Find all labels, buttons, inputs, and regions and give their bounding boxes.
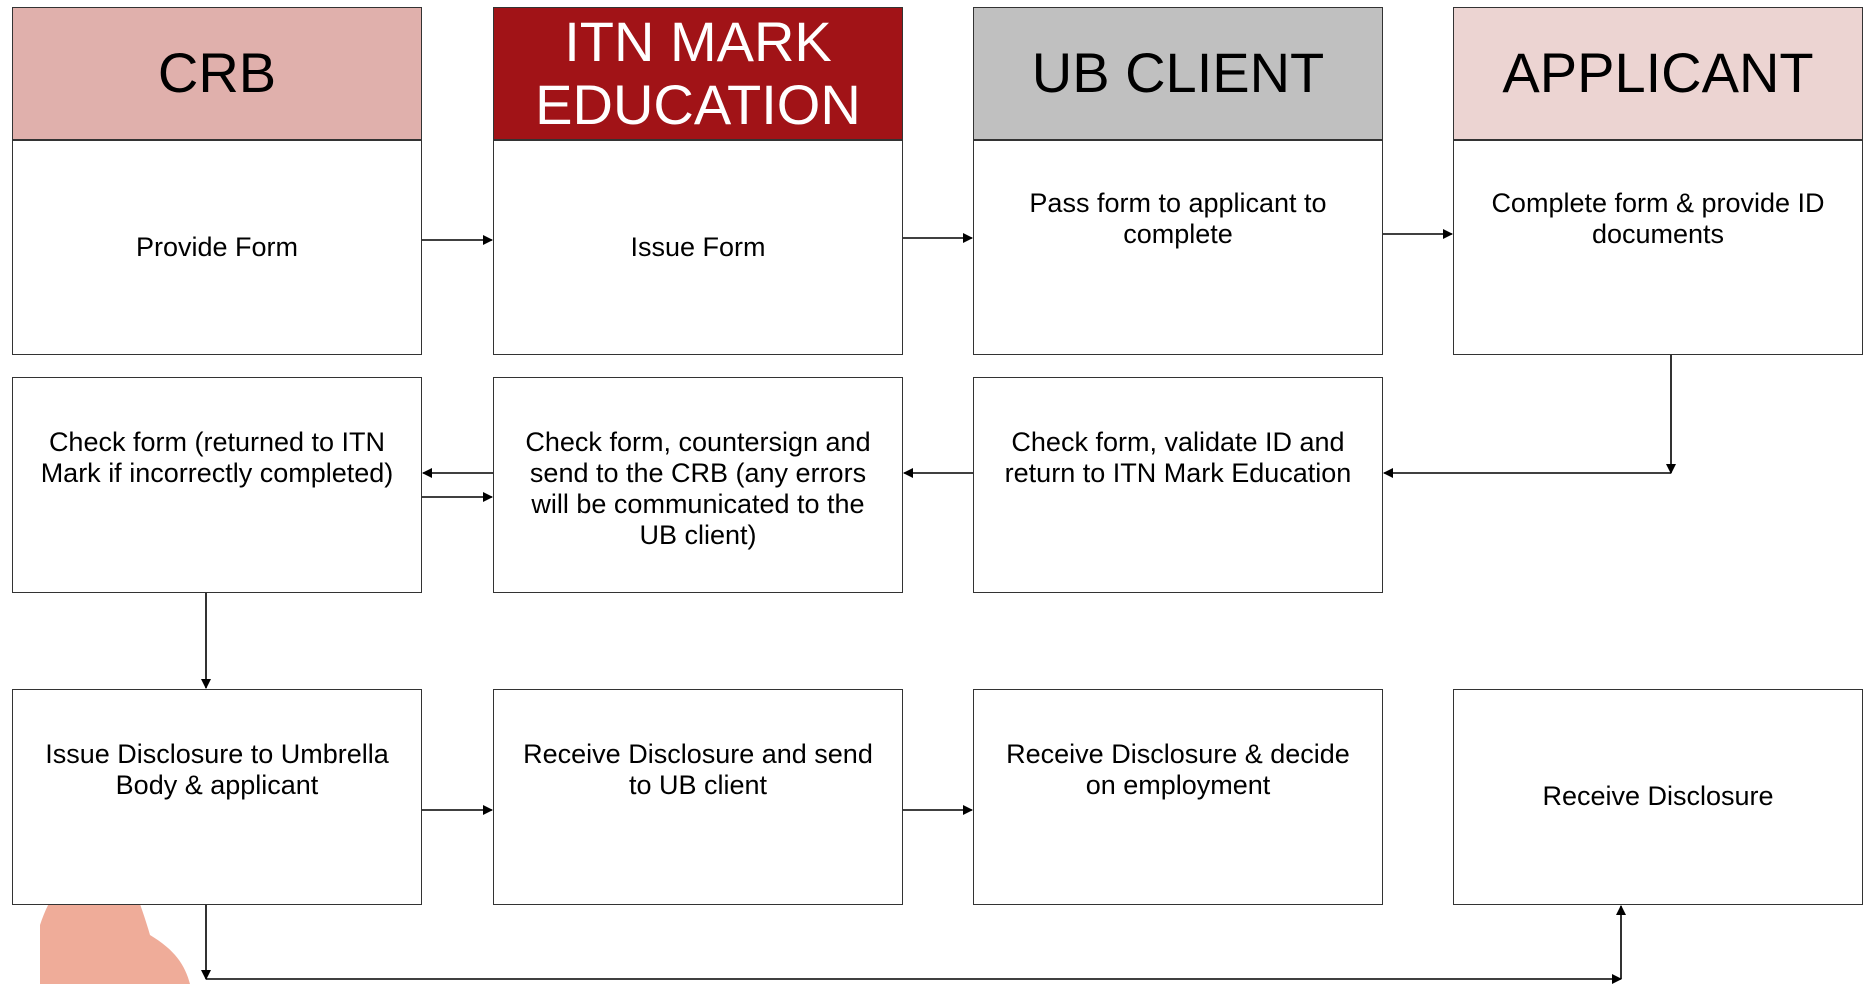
lane-title-crb: CRB bbox=[157, 41, 277, 105]
step-label: Check form (returned to ITN Mark if inco… bbox=[40, 427, 394, 489]
step-itn-check-form: Check form, countersign and send to the … bbox=[493, 377, 903, 593]
step-label: Complete form & provide ID documents bbox=[1491, 188, 1825, 250]
lane-title-itn-mark-education: ITN MARK EDUCATION bbox=[535, 9, 861, 136]
step-label: Provide Form bbox=[135, 231, 299, 262]
step-label: Receive Disclosure & decide on employmen… bbox=[1006, 739, 1350, 801]
step-applicant-receive-disclosure: Receive Disclosure bbox=[1453, 689, 1863, 905]
step-ub-receive-disclosure: Receive Disclosure & decide on employmen… bbox=[973, 689, 1383, 905]
step-ub-check-form: Check form, validate ID and return to IT… bbox=[973, 377, 1383, 593]
step-applicant-complete-form: Complete form & provide ID documents bbox=[1453, 140, 1863, 355]
lane-title-ub-client: UB CLIENT bbox=[1031, 41, 1325, 105]
step-label: Receive Disclosure bbox=[1542, 781, 1774, 812]
step-crb-check-form: Check form (returned to ITN Mark if inco… bbox=[12, 377, 422, 593]
step-crb-issue-disclosure: Issue Disclosure to Umbrella Body & appl… bbox=[12, 689, 422, 905]
lane-header-itn-mark-education: ITN MARK EDUCATION bbox=[493, 7, 903, 140]
lane-header-ub-client: UB CLIENT bbox=[973, 7, 1383, 140]
step-crb-provide-form: Provide Form bbox=[12, 140, 422, 355]
step-itn-receive-disclosure: Receive Disclosure and send to UB client bbox=[493, 689, 903, 905]
step-label: Receive Disclosure and send to UB client bbox=[523, 739, 873, 801]
step-label: Pass form to applicant to complete bbox=[1029, 188, 1327, 250]
lane-title-applicant: APPLICANT bbox=[1502, 41, 1814, 105]
lane-header-crb: CRB bbox=[12, 7, 422, 140]
step-label: Check form, countersign and send to the … bbox=[525, 427, 871, 551]
step-label: Issue Form bbox=[630, 231, 766, 262]
step-ub-pass-form: Pass form to applicant to complete bbox=[973, 140, 1383, 355]
step-label: Check form, validate ID and return to IT… bbox=[1004, 427, 1352, 489]
step-label: Issue Disclosure to Umbrella Body & appl… bbox=[45, 739, 389, 801]
step-itn-issue-form: Issue Form bbox=[493, 140, 903, 355]
lane-header-applicant: APPLICANT bbox=[1453, 7, 1863, 140]
